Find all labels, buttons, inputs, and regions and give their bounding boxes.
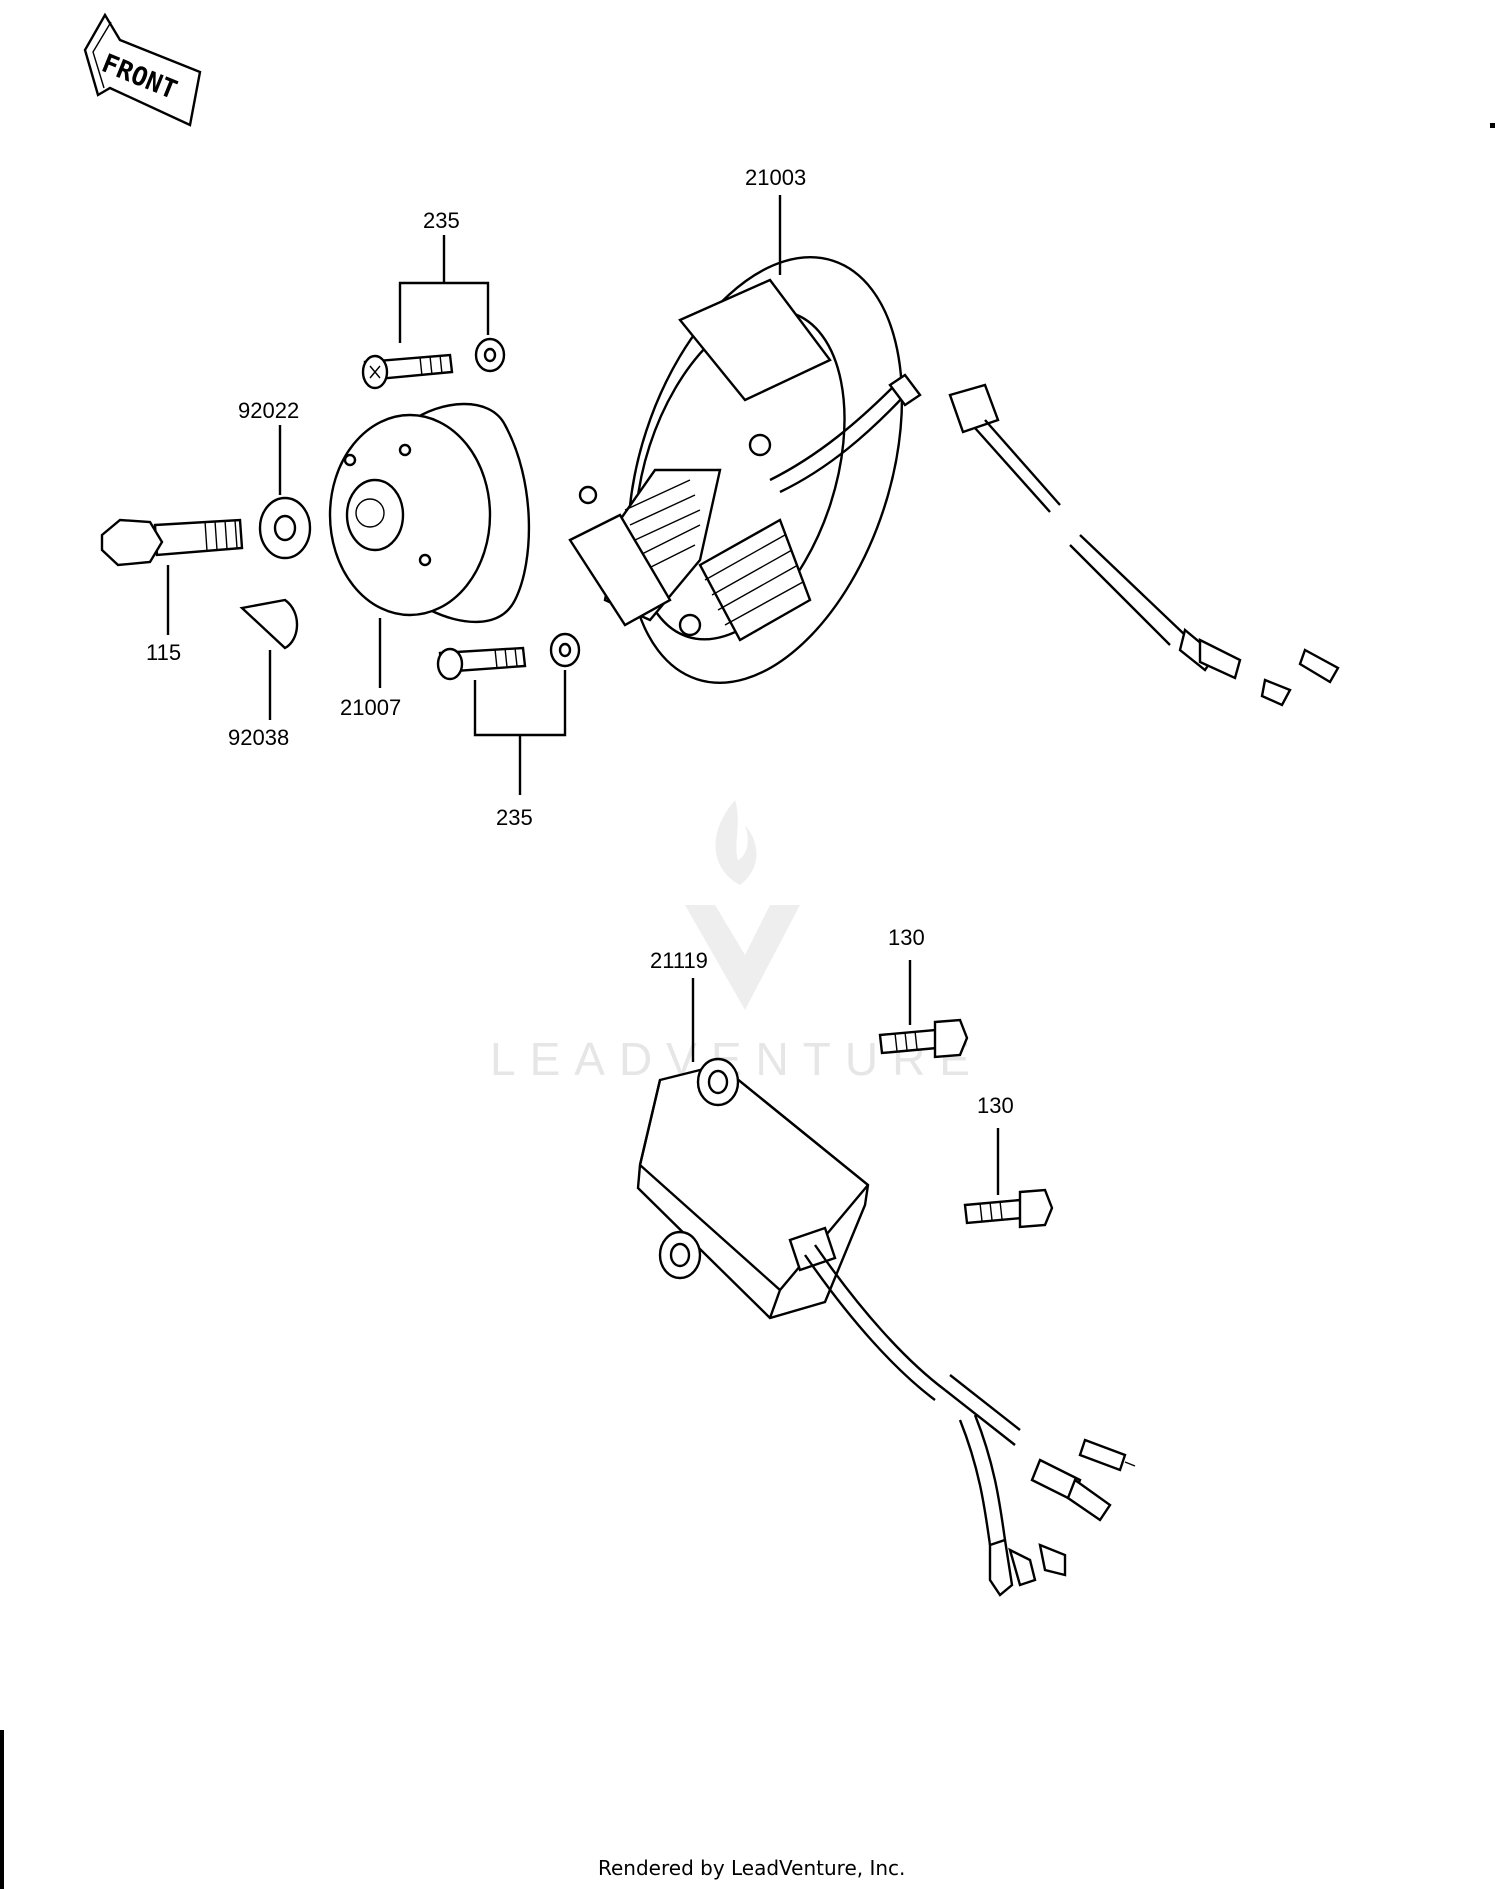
bracket-bottom xyxy=(473,670,567,795)
edge-mark xyxy=(1490,123,1495,128)
stator-assembly xyxy=(568,256,1340,707)
callout-235-top: 235 xyxy=(423,208,460,233)
cdi-unit-21119 xyxy=(636,1057,1136,1597)
bolt-130-lower xyxy=(963,1188,1054,1229)
bolt-115 xyxy=(100,518,244,567)
screw-top xyxy=(361,353,454,390)
front-arrow: FRONT xyxy=(83,12,202,127)
callout-21007: 21007 xyxy=(340,695,401,720)
edge-bar xyxy=(0,1730,4,1889)
callout-235-bottom: 235 xyxy=(496,805,533,830)
callout-21003: 21003 xyxy=(745,165,806,190)
key-92038 xyxy=(239,598,299,650)
callout-130-upper: 130 xyxy=(888,925,925,950)
watermark-logo xyxy=(685,800,800,1010)
callout-92038: 92038 xyxy=(228,725,289,750)
callout-21119: 21119 xyxy=(650,948,708,973)
screw-bottom xyxy=(436,646,527,681)
washer-top xyxy=(474,337,506,373)
washer-92022 xyxy=(258,496,312,560)
callout-130-lower: 130 xyxy=(977,1093,1014,1118)
bolt-130-upper xyxy=(878,1018,969,1059)
washer-bottom xyxy=(549,632,581,668)
footer-credit: Rendered by LeadVenture, Inc. xyxy=(598,1856,905,1880)
callout-115: 115 xyxy=(146,640,181,665)
bracket-top xyxy=(398,235,490,343)
callout-92022: 92022 xyxy=(238,398,299,423)
flywheel-21007 xyxy=(328,402,531,624)
